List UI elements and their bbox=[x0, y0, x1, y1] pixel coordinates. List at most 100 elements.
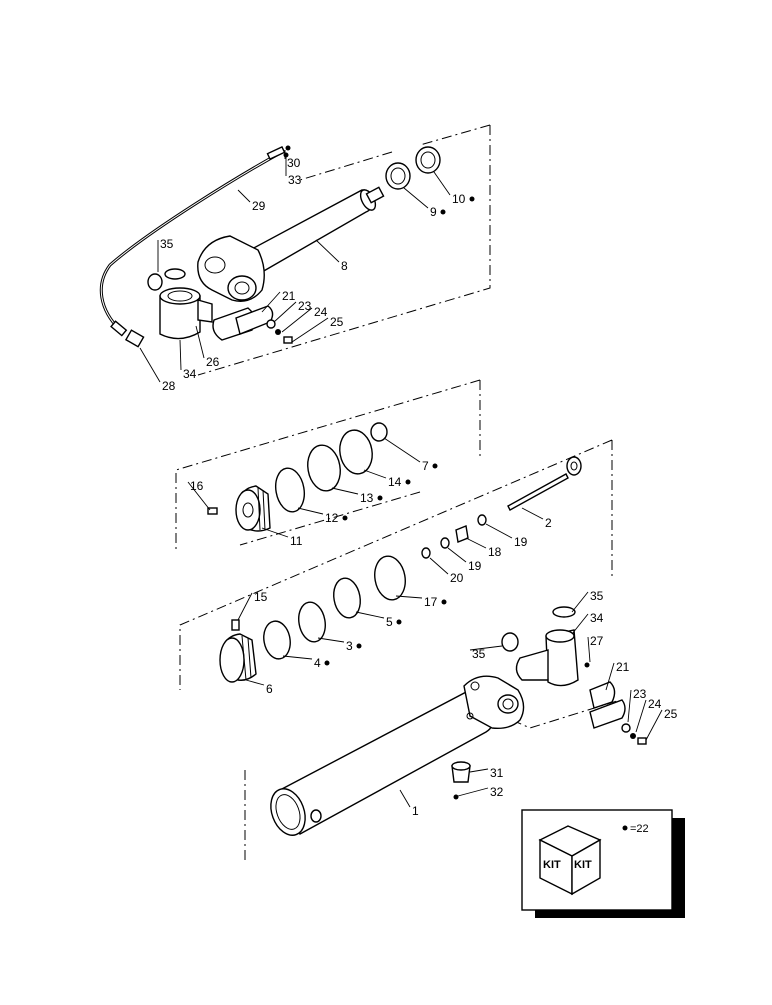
kit-dot-icon bbox=[441, 599, 447, 605]
piston-rod-8 bbox=[249, 189, 375, 273]
kit-dot-icon bbox=[377, 495, 383, 501]
leader-line bbox=[485, 523, 513, 539]
callout-c20: 20 bbox=[429, 557, 464, 585]
part-number-label: 34 bbox=[590, 611, 604, 625]
bolt-25-lower bbox=[637, 737, 647, 745]
kit-cube-icon bbox=[538, 825, 602, 896]
callout-c23b: 23 bbox=[627, 687, 647, 723]
callout-c29: 29 bbox=[237, 189, 266, 213]
leader-line bbox=[355, 611, 385, 619]
part-number-label: 26 bbox=[206, 355, 220, 369]
callout-c34b: 34 bbox=[571, 611, 604, 635]
leader-line bbox=[317, 637, 345, 643]
part-number-label: 27 bbox=[590, 634, 604, 648]
callout-c27: 27 bbox=[587, 634, 604, 663]
callout-c9: 9 bbox=[403, 187, 446, 219]
swivel-block-34 bbox=[159, 295, 201, 340]
part-number-label: 35 bbox=[472, 647, 486, 661]
callout-c6: 6 bbox=[245, 679, 273, 696]
part-number-label: 2 bbox=[545, 516, 552, 530]
callout-c21a: 21 bbox=[261, 289, 296, 313]
part-number-label: 14 bbox=[388, 475, 402, 489]
bolt-25-top bbox=[283, 336, 293, 344]
part-number-label: 35 bbox=[160, 237, 174, 251]
callout-c31: 31 bbox=[469, 766, 504, 780]
part-number-label: 24 bbox=[314, 305, 328, 319]
callout-c32: 32 bbox=[457, 785, 504, 799]
part-number-label: 5 bbox=[386, 615, 393, 629]
callout-c4: 4 bbox=[282, 655, 330, 670]
kit-dot-icon bbox=[324, 660, 330, 666]
part-number-label: 6 bbox=[266, 682, 273, 696]
part-number-label: 12 bbox=[325, 511, 339, 525]
kit-dot-icon bbox=[440, 209, 446, 215]
seal-10 bbox=[415, 146, 441, 174]
callout-c35b: 35 bbox=[571, 589, 604, 613]
part-number-label: 9 bbox=[430, 205, 437, 219]
leader-line bbox=[399, 789, 411, 808]
part-number-label: 21 bbox=[282, 289, 296, 303]
seal-35-top-left bbox=[147, 273, 163, 291]
leader-line bbox=[571, 591, 589, 613]
part-number-label: 23 bbox=[298, 299, 312, 313]
piston-group-outline bbox=[179, 439, 613, 690]
kit-dot-icon bbox=[469, 196, 475, 202]
pin-21-lower bbox=[589, 681, 616, 709]
callout-c13: 13 bbox=[331, 487, 383, 505]
leader-line bbox=[273, 301, 297, 323]
callout-c21b: 21 bbox=[605, 660, 630, 691]
hose-fitting-top bbox=[266, 145, 286, 161]
hose-fitting-bottom bbox=[110, 320, 128, 337]
callout-c1: 1 bbox=[399, 789, 419, 818]
leader-line bbox=[237, 592, 253, 621]
swivel-block-34-lower bbox=[545, 629, 579, 687]
part-number-label: 21 bbox=[616, 660, 630, 674]
leader-line bbox=[363, 469, 387, 479]
callout-c10: 10 bbox=[433, 171, 475, 206]
part-number-label: 34 bbox=[183, 367, 197, 381]
part-number-label: 4 bbox=[314, 656, 321, 670]
seal-35-lower-left bbox=[501, 632, 519, 652]
callout-c35a: 35 bbox=[157, 237, 174, 272]
leader-line bbox=[571, 613, 589, 635]
leader-line bbox=[179, 339, 182, 371]
leader-line bbox=[195, 325, 205, 359]
leader-line bbox=[261, 527, 289, 538]
leader-line bbox=[395, 595, 423, 599]
kit-dot-icon bbox=[396, 619, 402, 625]
callout-c24a: 24 bbox=[281, 305, 328, 333]
seal-14 bbox=[339, 429, 373, 475]
leader-line bbox=[282, 655, 313, 660]
leader-line bbox=[291, 317, 329, 343]
washer-23-top bbox=[266, 319, 276, 329]
part-number-label: 33 bbox=[288, 173, 302, 187]
part-number-label: 8 bbox=[341, 259, 348, 273]
part-number-label: 20 bbox=[450, 571, 464, 585]
part-number-label: 17 bbox=[424, 595, 438, 609]
seal-4 bbox=[263, 620, 291, 660]
part-number-label: 15 bbox=[254, 590, 268, 604]
kit-dot-icon bbox=[356, 643, 362, 649]
part-number-label: 11 bbox=[290, 534, 303, 548]
legend-note: =22 bbox=[630, 823, 649, 835]
seal-5 bbox=[333, 577, 361, 619]
callout-c35c: 35 bbox=[469, 645, 503, 661]
leader-line bbox=[635, 699, 647, 733]
leader-line bbox=[605, 662, 615, 691]
leader-line bbox=[457, 787, 489, 797]
leader-line bbox=[139, 347, 161, 383]
ring-7 bbox=[370, 422, 388, 442]
kit-label-left: KIT bbox=[543, 859, 561, 871]
part-number-label: 29 bbox=[252, 199, 266, 213]
callout-c18: 18 bbox=[465, 537, 502, 559]
part-number-label: 19 bbox=[468, 559, 482, 573]
callout-c3: 3 bbox=[317, 637, 362, 653]
part-number-label: 1 bbox=[412, 804, 419, 818]
callout-c26: 26 bbox=[195, 325, 220, 369]
part-number-label: 19 bbox=[514, 535, 528, 549]
callout-c19b: 19 bbox=[447, 547, 482, 573]
seal-9 bbox=[385, 162, 411, 190]
